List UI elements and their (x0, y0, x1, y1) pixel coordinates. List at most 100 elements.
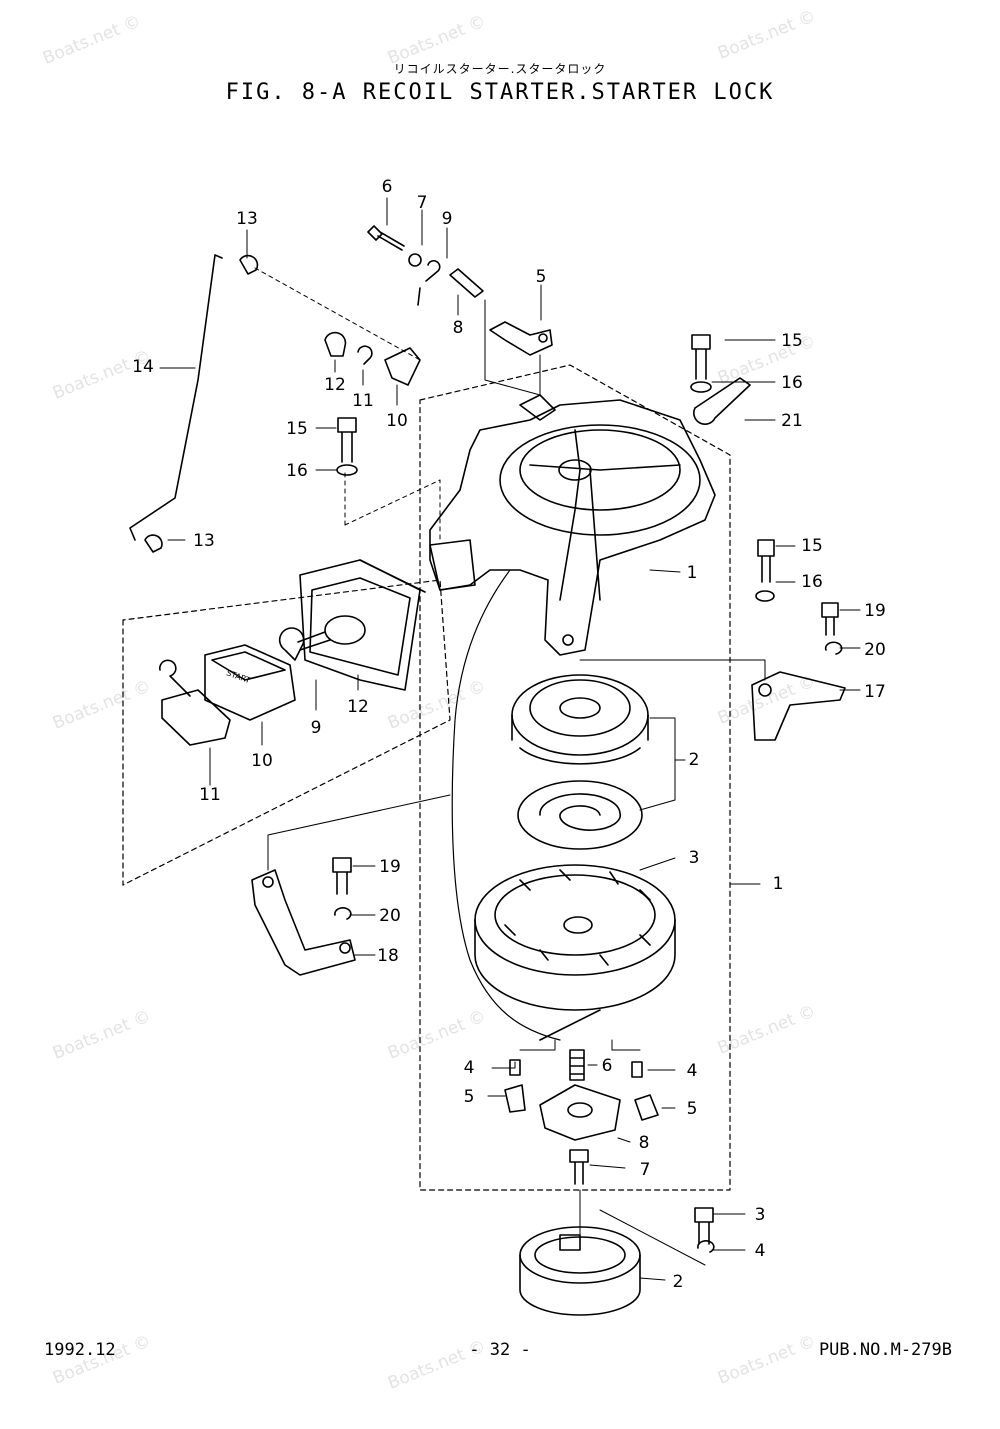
japanese-title: リコイルスターター.スタータロック (393, 62, 607, 76)
reel-2 (511, 674, 649, 756)
bolt-19 (821, 602, 839, 636)
plate-11 (161, 689, 231, 746)
figure-title: FIG. 8-A RECOIL STARTER.STARTER LOCK (225, 80, 775, 105)
knob-9 (278, 627, 305, 661)
callout-label-19: 19 (864, 601, 886, 621)
clip-13-bottom (144, 534, 163, 553)
callout-label-17: 17 (864, 682, 886, 702)
pulley-3 (474, 864, 676, 976)
callout-label-20: 20 (379, 906, 401, 926)
pawl-5 (504, 1084, 526, 1113)
lever-5 (489, 321, 553, 356)
callout-label-12: 12 (347, 697, 369, 717)
washer-16 (755, 590, 775, 602)
callout-label-8: 8 (639, 1133, 650, 1153)
callout-label-6: 6 (382, 177, 393, 197)
bolt-15 (337, 417, 357, 463)
washer-16 (690, 381, 712, 393)
callout-label-10: 10 (251, 751, 273, 771)
spiral-spring (517, 780, 643, 850)
dashed-leader (344, 469, 441, 541)
pin-8 (449, 268, 484, 298)
bracket-18 (251, 869, 356, 976)
shaft-9 (297, 631, 331, 651)
callout-label-15: 15 (286, 419, 308, 439)
callout-label-18: 18 (377, 946, 399, 966)
spring-wire (159, 659, 191, 697)
callout-label-2: 2 (689, 750, 700, 770)
spring-4 (509, 1059, 643, 1078)
callout-label-16: 16 (801, 572, 823, 592)
callout-label-3: 3 (689, 848, 700, 868)
clip-20 (824, 641, 843, 655)
bolt-19 (332, 857, 352, 895)
clip-11 (357, 345, 373, 365)
callout-label-16: 16 (781, 373, 803, 393)
callout-label-12: 12 (324, 375, 346, 395)
callout-label-4: 4 (687, 1061, 698, 1081)
callout-label-10: 10 (386, 411, 408, 431)
footer-publication-number: PUB.NO.M-279B (818, 1340, 952, 1360)
callout-label-3: 3 (755, 1205, 766, 1225)
leader-line (267, 794, 451, 871)
callout-label-4: 4 (464, 1058, 475, 1078)
callout-label-11: 11 (352, 391, 374, 411)
knob-12 (324, 331, 347, 357)
callout-label-5: 5 (536, 267, 547, 287)
leader-line (579, 1189, 706, 1266)
callout-label-14: 14 (132, 357, 154, 377)
bolt-3 (694, 1207, 714, 1245)
callout-label-4: 4 (755, 1241, 766, 1261)
start-handle-10 (204, 644, 296, 721)
bracket-17 (751, 671, 846, 741)
callout-label-11: 11 (199, 785, 221, 805)
callout-label-21: 21 (781, 411, 803, 431)
callout-label-5: 5 (687, 1099, 698, 1119)
washer-16 (336, 464, 358, 476)
callout-label-1: 1 (773, 874, 784, 894)
bolt-15 (757, 539, 775, 583)
callout-label-6: 6 (602, 1056, 613, 1076)
dashed-group-outline-left (122, 579, 451, 886)
callout-label-8: 8 (453, 318, 464, 338)
callout-label-7: 7 (417, 193, 428, 213)
washer-7 (408, 253, 422, 267)
starter-cable (451, 569, 561, 1041)
callout-label-15: 15 (781, 331, 803, 351)
callout-label-1: 1 (687, 563, 698, 583)
callout-label-19: 19 (379, 857, 401, 877)
callout-label-5: 5 (464, 1087, 475, 1107)
callout-label-9: 9 (311, 718, 322, 738)
friction-plate-8 (539, 1084, 621, 1141)
link-rod (129, 254, 223, 541)
clip-4 (697, 1240, 715, 1253)
clip-20 (334, 907, 352, 920)
callout-label-13: 13 (193, 531, 215, 551)
callout-label-15: 15 (801, 536, 823, 556)
lock-lever-10 (384, 347, 421, 386)
bolt-15 (691, 334, 711, 380)
spring-clip-9 (417, 259, 441, 306)
leader-line (579, 659, 766, 681)
leader-line (484, 299, 541, 396)
callout-label-16: 16 (286, 461, 308, 481)
lock-housing (299, 559, 421, 691)
callout-layer: 6798513141211101516151621131151619201791… (132, 177, 886, 1292)
clip-13-top (239, 254, 259, 275)
dashed-group-outline-right (419, 364, 731, 1191)
spring-6 (569, 1049, 585, 1081)
bracket-21 (693, 377, 751, 425)
handle-start-text: START (225, 668, 251, 685)
footer-page-number: - 32 - (469, 1340, 531, 1360)
bolt-6 (367, 225, 405, 251)
starter-case-rim (499, 424, 701, 536)
callout-label-13: 13 (236, 209, 258, 229)
callout-label-7: 7 (640, 1160, 651, 1180)
callout-label-20: 20 (864, 640, 886, 660)
dashed-leader (254, 267, 421, 361)
callout-label-9: 9 (442, 209, 453, 229)
callout-label-2: 2 (673, 1272, 684, 1292)
pawl-5 (634, 1094, 659, 1121)
bolt-7 (569, 1149, 589, 1185)
